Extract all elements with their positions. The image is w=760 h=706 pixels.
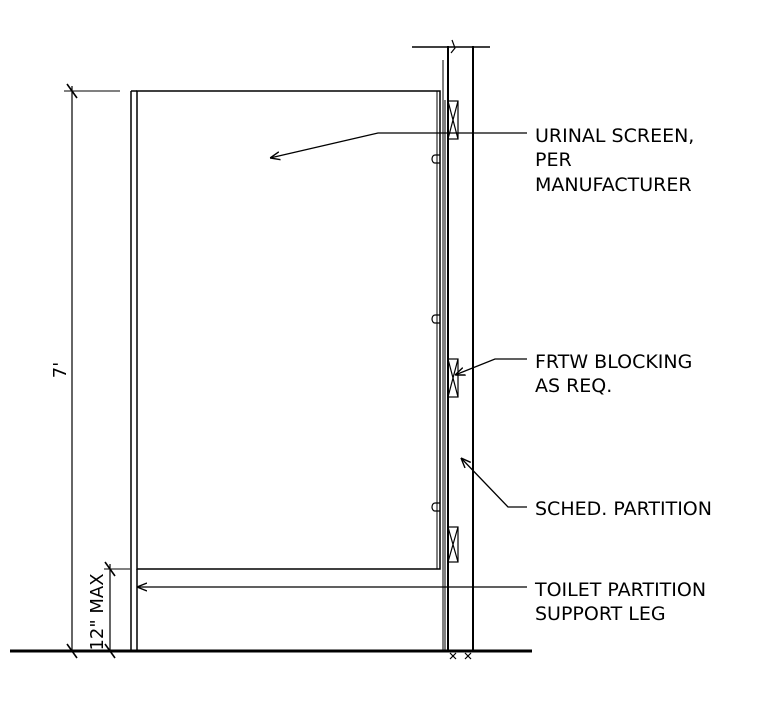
scheduled-partition-wall	[412, 39, 490, 651]
urinal-screen-label: URINAL SCREEN, PER MANUFACTURER	[535, 125, 700, 196]
leg-dimension-label: 12" MAX	[87, 573, 108, 650]
height-dimension	[64, 83, 120, 659]
urinal-screen-panel	[130, 90, 441, 651]
wall-brackets	[431, 154, 440, 512]
urinal-screen-leader	[270, 132, 527, 158]
frtw-blocking-boxes	[447, 100, 459, 563]
frtw-blocking-label: FRTW BLOCKING AS REQ.	[535, 351, 698, 397]
wall-break-marks	[449, 652, 472, 660]
height-dimension-label: 7'	[50, 362, 71, 378]
sched-partition-label: SCHED. PARTITION	[535, 498, 712, 520]
frtw-blocking-leader	[455, 358, 527, 375]
sched-partition-leader	[461, 458, 527, 508]
support-leg-label: TOILET PARTITION SUPPORT LEG	[534, 579, 712, 625]
leg-dimension	[104, 561, 130, 659]
